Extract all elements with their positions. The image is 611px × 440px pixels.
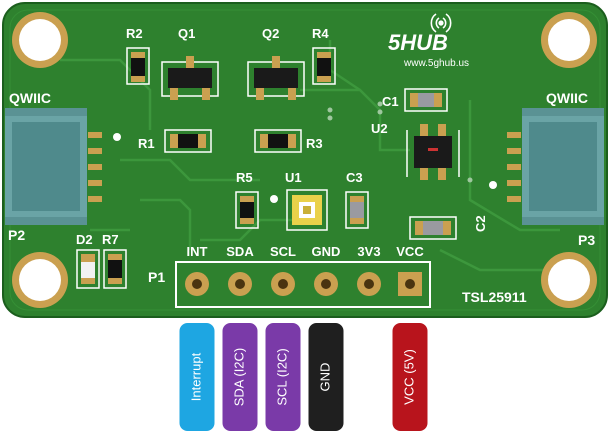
label-r5: R5 (236, 170, 253, 185)
pin-tag-vcc: VCC (5V) (392, 323, 428, 431)
label-r7: R7 (102, 232, 119, 247)
pin-tag-text: SCL (I2C) (274, 348, 289, 405)
logo-website: www.5ghub.us (403, 58, 469, 69)
brand-logo: 5HUB www.5ghub.us (388, 13, 469, 69)
label-c3: C3 (346, 170, 363, 185)
label-d2: D2 (76, 232, 93, 247)
pin-label-scl: SCL (270, 244, 296, 259)
capacitor-c2 (409, 216, 457, 240)
header-p1-outline (175, 261, 431, 308)
resistor-r7 (103, 249, 127, 289)
label-p3: P3 (578, 232, 595, 248)
pin-label-sda: SDA (226, 244, 254, 259)
pin-label-vcc: VCC (396, 244, 424, 259)
label-part-number: TSL25911 (462, 289, 527, 305)
transistor-q1 (161, 56, 219, 100)
header-pin-3v3 (357, 272, 381, 296)
resistor-r3 (254, 129, 302, 153)
header-pin-int (185, 272, 209, 296)
label-q2: Q2 (262, 26, 279, 41)
pin-tag-text: Interrupt (188, 352, 203, 401)
label-qwiic-left: QWIIC (9, 90, 51, 106)
label-r4: R4 (312, 26, 329, 41)
pin-tag-text: GND (317, 363, 332, 392)
label-c1: C1 (382, 94, 399, 109)
label-qwiic-right: QWIIC (546, 90, 588, 106)
header-pin-vcc (398, 272, 422, 296)
qwiic-connector-left (5, 108, 102, 225)
header-pin-scl (271, 272, 295, 296)
label-p2: P2 (8, 227, 25, 243)
pin-label-int: INT (187, 244, 208, 259)
header-pins (185, 272, 422, 296)
qwiic-connector-right (507, 108, 604, 225)
resistor-r4 (312, 47, 336, 85)
label-u2: U2 (371, 121, 388, 136)
label-u1: U1 (285, 170, 302, 185)
label-p1: P1 (148, 269, 165, 285)
label-c2: C2 (473, 215, 488, 232)
transistor-q2 (247, 56, 305, 100)
led-d2 (76, 249, 100, 289)
label-r2: R2 (126, 26, 143, 41)
pin-tag-int: Interrupt (179, 323, 215, 431)
capacitor-c1 (404, 88, 448, 112)
pin-tag-gnd: GND (308, 323, 344, 431)
header-pin-gnd (314, 272, 338, 296)
pcb-traces (60, 40, 560, 272)
vias (327, 101, 473, 183)
logo-text: 5HUB (388, 30, 448, 55)
resistor-r5 (235, 191, 259, 229)
pin-tag-sda: SDA (I2C) (222, 323, 258, 431)
label-r3: R3 (306, 136, 323, 151)
pin-tag-scl: SCL (I2C) (265, 323, 301, 431)
signal-icon (430, 13, 452, 33)
pin-callout-tags: Interrupt SDA (I2C) SCL (I2C) GND VCC (5V) (179, 323, 428, 431)
pin-label-3v3: 3V3 (357, 244, 380, 259)
mounting-holes (12, 12, 597, 308)
label-q1: Q1 (178, 26, 195, 41)
pin-tag-text: SDA (I2C) (231, 348, 246, 407)
resistor-r2 (126, 47, 150, 85)
label-r1: R1 (138, 136, 155, 151)
pin-tag-text: VCC (5V) (401, 349, 416, 405)
capacitor-c3 (345, 191, 369, 229)
sensor-u1 (286, 189, 328, 231)
regulator-u2 (406, 124, 460, 180)
header-pin-sda (228, 272, 252, 296)
resistor-r1 (164, 129, 212, 153)
pin-label-gnd: GND (312, 244, 341, 259)
